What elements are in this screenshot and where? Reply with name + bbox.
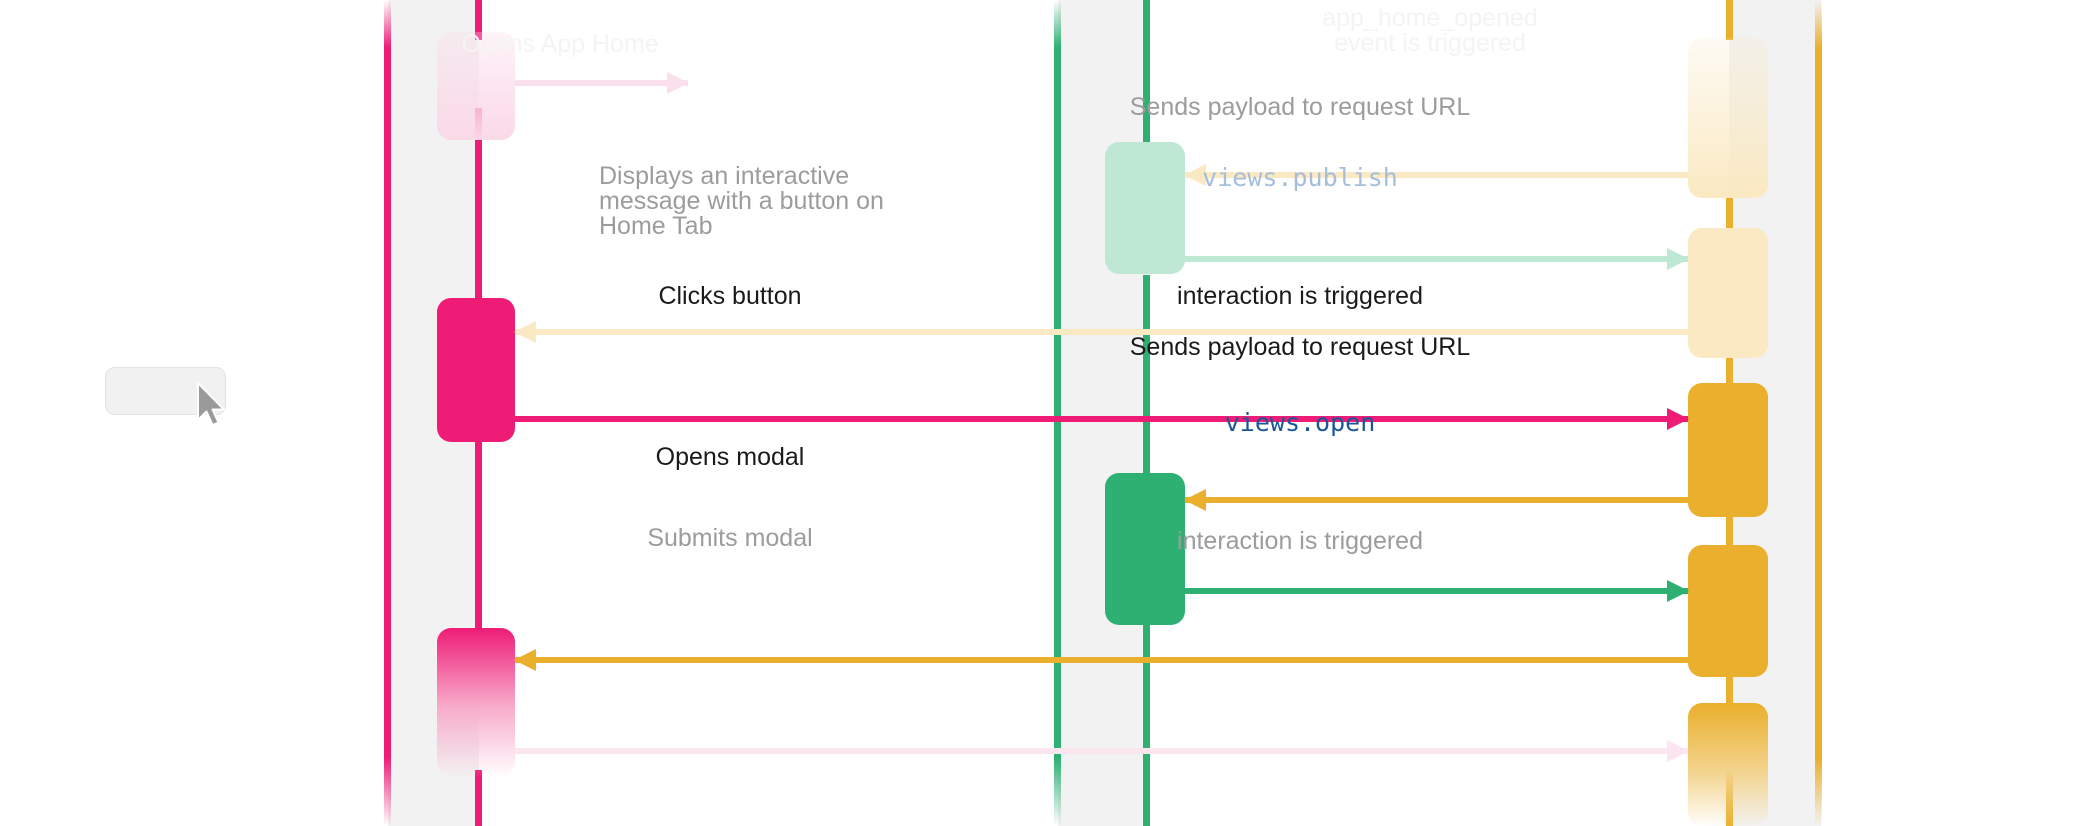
label-interaction-triggered-1: interaction is triggered xyxy=(1177,282,1423,310)
user-lifeline-left-top xyxy=(384,0,391,140)
label-opens-app-home: Opens App Home xyxy=(461,30,659,58)
slack-activation-1 xyxy=(1105,142,1185,274)
slack-lifeline-stub-5 xyxy=(1143,652,1150,826)
label-clicks-button: Clicks button xyxy=(658,282,802,310)
slack-activation-2 xyxy=(1105,473,1185,625)
app-activation-4 xyxy=(1688,545,1768,677)
app-lifeline-stub-3 xyxy=(1726,355,1733,385)
label-app-home-opened-line1: app_home_opened xyxy=(1322,4,1538,32)
slack-lifeline-left-bottom xyxy=(1054,646,1061,826)
label-views-publish: views.publish xyxy=(1202,163,1398,192)
user-lifeline-stub-3 xyxy=(475,440,482,630)
user-activation-2 xyxy=(437,298,515,442)
slack-lifeline-stub-4 xyxy=(1143,625,1150,655)
label-displays-line1: Displays an interactive xyxy=(599,162,850,190)
app-lifeline-stub-1 xyxy=(1726,0,1733,40)
user-lifeline-left-mid xyxy=(384,138,391,648)
label-submits-modal: Submits modal xyxy=(647,524,813,552)
label-displays-line3: Home Tab xyxy=(599,212,713,240)
mouse-pointer-icon xyxy=(196,382,230,435)
app-activation-1 xyxy=(1688,38,1768,198)
label-sends-payload-2: Sends payload to request URL xyxy=(1129,333,1471,361)
slack-lifeline-stub-1 xyxy=(1143,0,1150,140)
slack-lifeline-left-top xyxy=(1054,0,1061,140)
user-lifeline-left-bottom xyxy=(384,646,391,826)
label-app-home-opened-line2: event is triggered xyxy=(1334,29,1526,57)
slack-lifeline-left-mid xyxy=(1054,138,1061,648)
label-interaction-triggered-2: interaction is triggered xyxy=(1177,527,1423,555)
user-activation-1 xyxy=(437,32,515,140)
label-displays-line2: message with a button on xyxy=(599,187,884,215)
user-lifeline-stub-2 xyxy=(475,108,482,300)
app-activation-5 xyxy=(1688,703,1768,826)
app-lifeline-right-top xyxy=(1815,0,1822,140)
user-lifeline-stub-1 xyxy=(475,0,482,40)
app-lifeline-stub-5 xyxy=(1726,675,1733,705)
app-activation-2 xyxy=(1688,228,1768,358)
app-lifeline-right-mid xyxy=(1815,138,1822,648)
label-views-open: views.open xyxy=(1224,408,1376,437)
user-lifeline-stub-4 xyxy=(475,770,482,826)
app-activation-3 xyxy=(1688,383,1768,517)
slack-lifeline-stub-3 xyxy=(1143,275,1150,475)
label-sends-payload-1: Sends payload to request URL xyxy=(1129,93,1471,121)
app-lifeline-stub-2 xyxy=(1726,198,1733,230)
slack-lane-band xyxy=(1058,0,1147,826)
app-lifeline-right-bottom xyxy=(1815,646,1822,826)
label-opens-modal: Opens modal xyxy=(655,443,805,471)
user-activation-3 xyxy=(437,628,515,776)
app-lifeline-stub-4 xyxy=(1726,515,1733,547)
